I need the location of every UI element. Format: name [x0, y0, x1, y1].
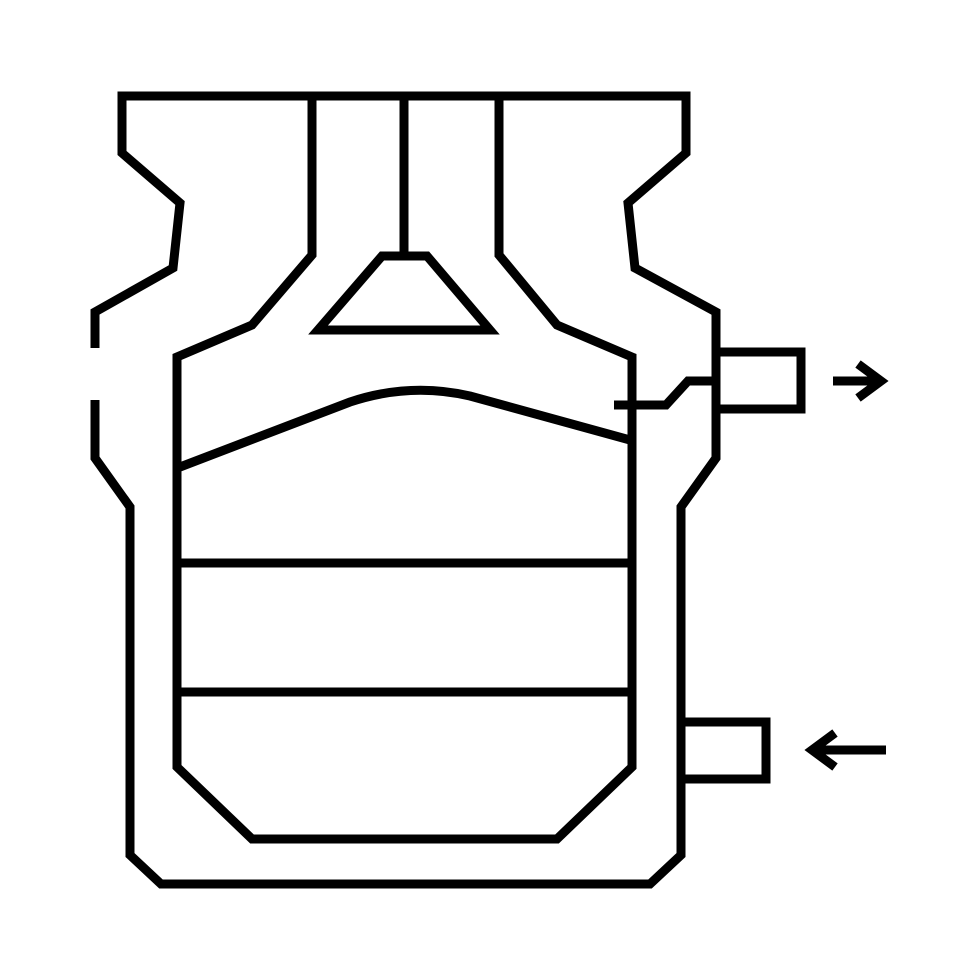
outlet-pipe: [716, 347, 806, 414]
arrow-left-icon: [804, 729, 886, 771]
outer-shell: [90, 91, 721, 889]
outlet-baffle: [614, 376, 716, 410]
arrow-right-icon: [833, 360, 889, 402]
inner-chamber: [172, 96, 637, 844]
deflector-cone: [308, 251, 500, 335]
icon-strokes: [90, 91, 889, 889]
liquid-surface: [178, 385, 632, 472]
inlet-pipe: [681, 717, 771, 784]
